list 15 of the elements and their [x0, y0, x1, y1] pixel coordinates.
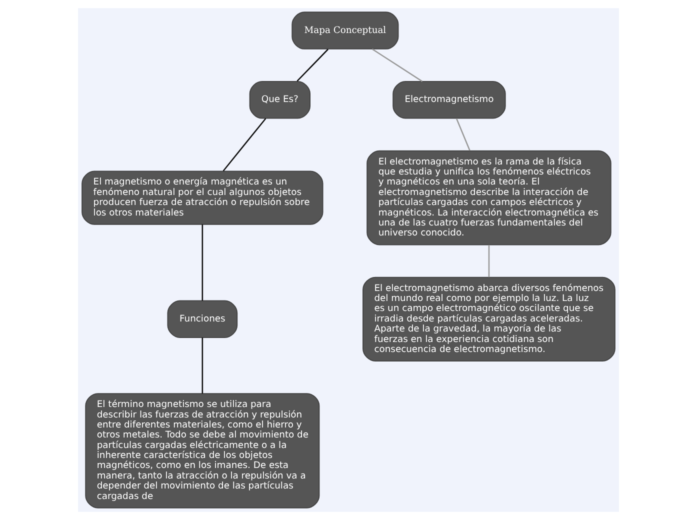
node-box: Electromagnetismo [392, 81, 506, 119]
connector [371, 48, 422, 82]
connector [222, 118, 266, 172]
node-box: El término magnetismo se utiliza para describir las fuerzas de atracción y repulsión entre diferentes materiales, como el hierro y otros metales. Todo se debe al movimiento de partículas cargadas eléctricamente o a la inherente característica de los objetos magnéticos, como en los imanes. De esta manera, tanto la atracción o la repulsión va a depender del movimiento de las partículas cargadas de [84, 393, 320, 508]
node-box: El electromagnetismo abarca diversos fenómenos del mundo real como por ejemplo la luz. La luz es un campo electromagnético oscilante que se irradia desde partículas cargadas aceleradas. Aparte de la gravedad, la mayoría de las fuerzas en la experiencia cotidiana son consecuencia de electromagnetismo. [362, 276, 615, 362]
connector [201, 224, 203, 301]
node-box: Funciones [166, 300, 238, 338]
connector [488, 244, 490, 278]
node-box: El magnetismo o energía magnética es un fenómeno natural por el cual algunos objetos producen fuerza de atracción o repulsión sobre los otros materiales [81, 170, 323, 225]
node-box: Que Es? [248, 81, 310, 119]
connector [201, 338, 203, 394]
connector [455, 118, 470, 151]
node-box: El electromagnetismo es la rama de la física que estudia y unifica los fenómenos eléctricos y magnéticos en una sola teoría. El electromagnetismo describe la interacción de partículas cargadas con campos eléctricos y magnéticos. La interacción electromagnética es una de las cuatro fuerzas fundamentales del universo conocido. [366, 150, 611, 246]
node-box: Mapa Conceptual [291, 12, 398, 50]
connector [296, 48, 328, 82]
